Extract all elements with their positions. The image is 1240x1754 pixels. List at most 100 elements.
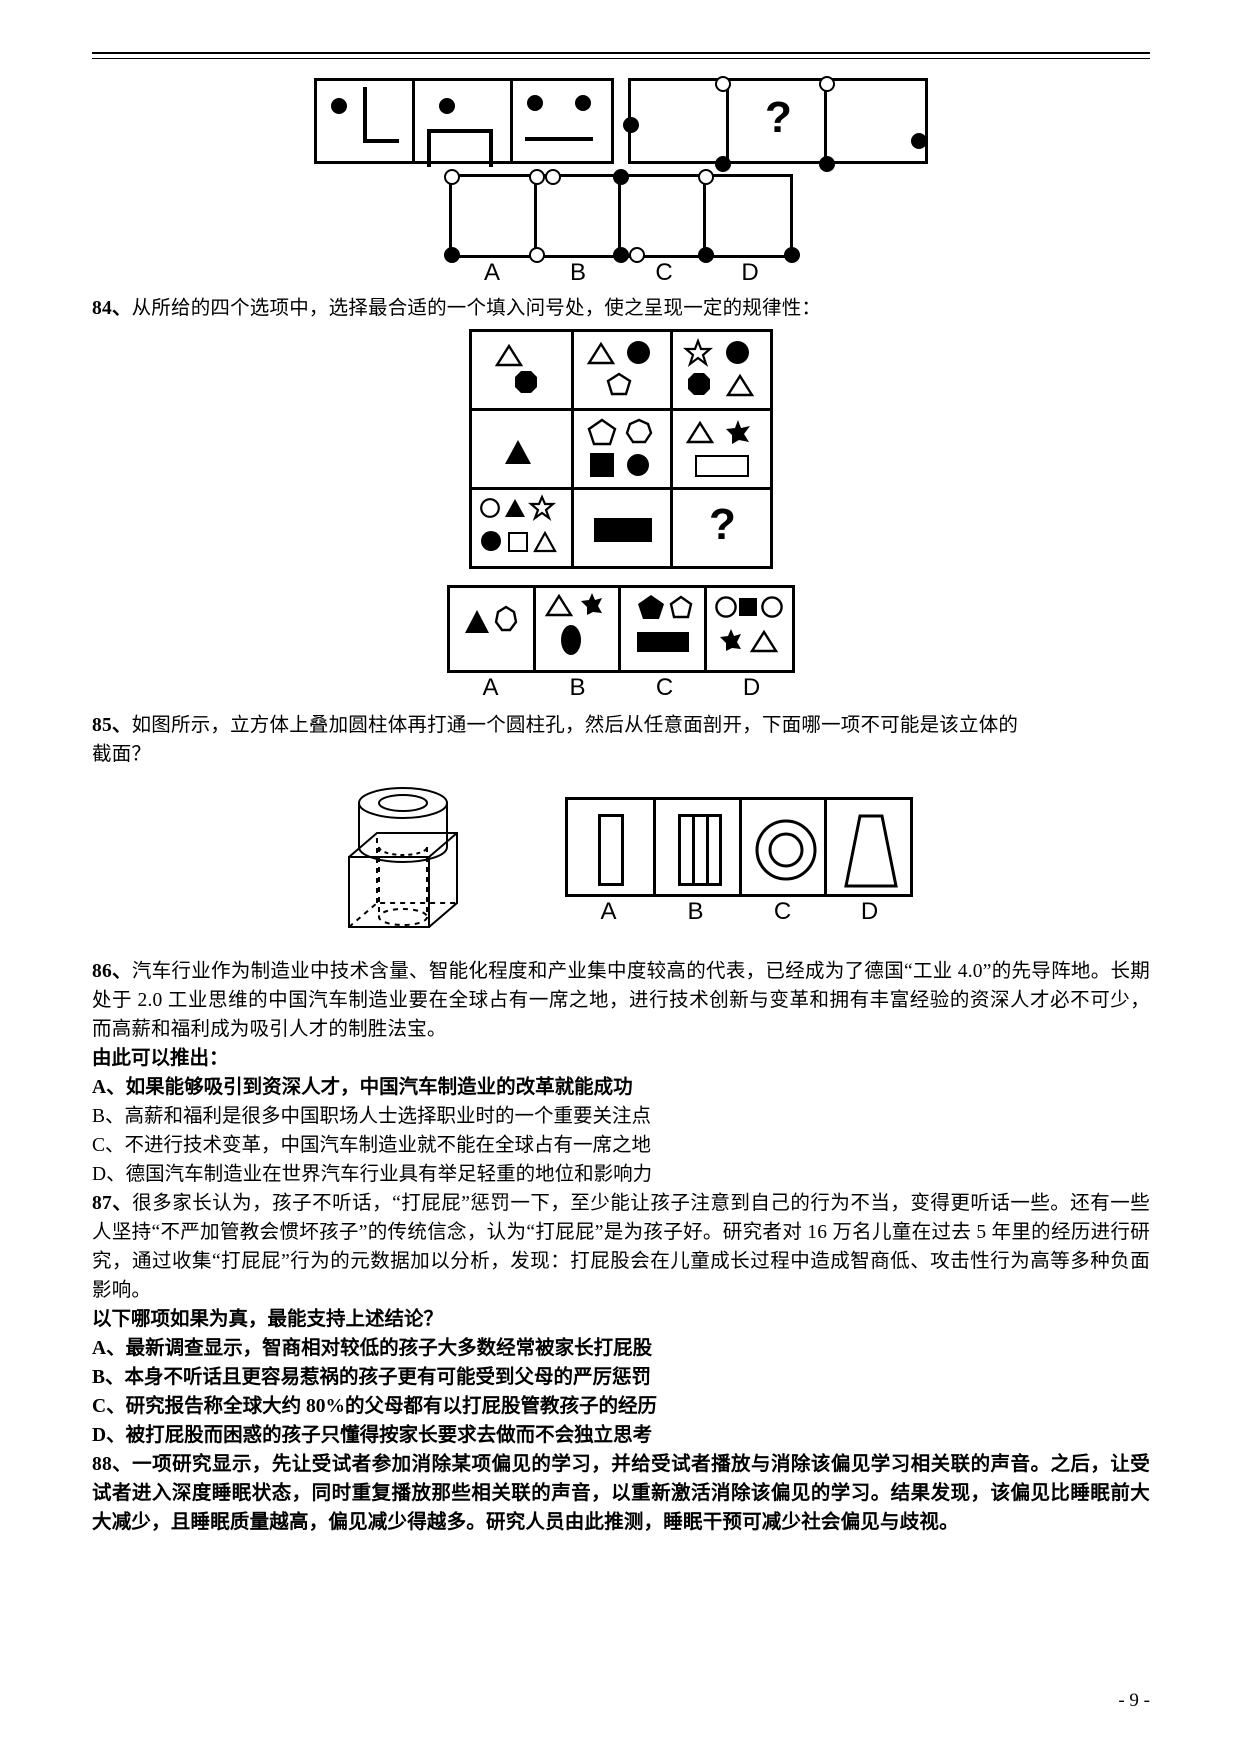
q84-label-d: D <box>742 674 761 701</box>
q85-stem-line-1: 85、如图所示，立方体上叠加圆柱体再打通一个圆柱孔，然后从任意面剖开，下面哪一项… <box>92 711 1150 740</box>
dot <box>715 156 731 172</box>
q83-stem-group-right: ? <box>623 76 928 172</box>
square-filled-icon <box>590 453 614 477</box>
octagon-filled-icon <box>515 371 537 393</box>
dot <box>783 247 800 263</box>
q84-matrix-row <box>472 408 770 487</box>
q88-number: 88、 <box>92 1454 133 1475</box>
q85-stem-text-1: 如图所示，立方体上叠加圆柱体再打通一个圆柱孔，然后从任意面剖开，下面哪一项不可能… <box>131 715 1019 736</box>
q88-stem-text: 一项研究显示，先让受试者参加消除某项偏见的学习，并给受试者播放与消除该偏见学习相… <box>92 1454 1151 1533</box>
header-rule-thin <box>92 58 1150 59</box>
q83-label-d: D <box>741 259 759 286</box>
rectangle-outline-icon <box>695 455 749 477</box>
q84-matrix-wrapper: ? <box>92 329 1150 569</box>
q87-option-d[interactable]: D、被打屁股而困惑的孩子只懂得按家长要求去做而不会独立思考 <box>92 1425 653 1446</box>
circle-filled-icon <box>627 341 650 364</box>
q88-stem: 88、一项研究显示，先让受试者参加消除某项偏见的学习，并给受试者播放与消除该偏见… <box>92 1450 1150 1537</box>
q84-cell-1-2 <box>571 332 670 408</box>
dot <box>527 95 544 111</box>
line-vertical <box>363 87 367 143</box>
triangle-filled-icon <box>505 440 531 464</box>
q85-solid-figure <box>348 787 458 928</box>
q84-matrix-row <box>472 332 770 408</box>
question-mark: ? <box>765 93 792 142</box>
q84-stem-line: 84、从所给的四个选项中，选择最合适的一个填入问号处，使之呈现一定的规律性： <box>92 294 1150 323</box>
q83-figure: ? <box>92 76 1150 288</box>
circle-outline <box>697 169 714 185</box>
q83-label-c: C <box>655 259 673 286</box>
q84-label-c: C <box>655 674 674 701</box>
line-vertical <box>489 129 494 167</box>
q87-prompt: 以下哪项如果为真，最能支持上述结论？ <box>92 1309 444 1330</box>
q83-label-b: B <box>569 259 586 286</box>
q86-option-d[interactable]: D、德国汽车制造业在世界汽车行业具有举足轻重的地位和影响力 <box>92 1164 653 1185</box>
q86-option-a[interactable]: A、如果能够吸引到资深人才，中国汽车制造业的改革就能成功 <box>92 1077 633 1098</box>
q84-option-a[interactable] <box>450 588 536 670</box>
octagon-filled-icon <box>688 373 710 395</box>
q86-option-b[interactable]: B、高薪和福利是很多中国职场人士选择职业时的一个重要关注点 <box>92 1106 652 1127</box>
q84-cell-3-2 <box>571 490 670 566</box>
circle-filled-icon <box>481 531 501 551</box>
q84-label-a: A <box>482 674 499 701</box>
q84-matrix: ? <box>469 329 773 569</box>
q83-option-b[interactable] <box>528 169 622 263</box>
q84-option-c[interactable] <box>621 588 707 670</box>
q84-cell-1-1 <box>472 332 571 408</box>
header-rule-thick <box>92 52 1150 54</box>
q84-number: 84、 <box>92 298 132 319</box>
triangle-outline-icon <box>749 629 778 653</box>
q87-option-a[interactable]: A、最新调查显示，智商相对较低的孩子大多数经常被家长打屁股 <box>92 1338 653 1359</box>
hexagon-outline-icon <box>669 595 693 619</box>
q84-stem-text: 从所给的四个选项中，选择最合适的一个填入问号处，使之呈现一定的规律性： <box>131 298 822 319</box>
q83-question-cell: ? <box>729 81 828 161</box>
circle-filled-icon <box>726 341 749 364</box>
q86-prompt: 由此可以推出： <box>92 1048 229 1069</box>
triangle-filled-icon <box>505 499 525 517</box>
q85-label-d: D <box>860 898 879 925</box>
q83-option-a[interactable] <box>444 169 537 263</box>
q84-cell-2-2 <box>571 411 670 487</box>
q83-option-c[interactable] <box>613 169 706 263</box>
square-filled-icon <box>738 598 757 616</box>
triangle-outline-icon <box>533 530 557 553</box>
q83-label-a: A <box>483 259 500 286</box>
q87-option-b[interactable]: B、本身不听话且更容易惹祸的孩子更有可能受到父母的严厉惩罚 <box>92 1367 652 1388</box>
q84-option-labels: A B C D <box>447 673 795 703</box>
q83-stem-cell-2 <box>415 81 514 167</box>
q86-stem: 86、汽车行业作为制造业中技术含量、智能化程度和产业集中度较高的代表，已经成为了… <box>92 957 1150 1044</box>
q84-cell-2-1 <box>472 411 571 487</box>
circle-outline <box>819 76 836 92</box>
triangle-outline-icon <box>685 420 715 444</box>
dot <box>575 95 592 111</box>
q87-stem: 87、很多家长认为，孩子不听话，“打屁屁”惩罚一下，至少能让孩子注意到自己的行为… <box>92 1189 1150 1305</box>
q85-option-b[interactable] <box>653 800 739 894</box>
q85-option-c[interactable] <box>738 800 825 894</box>
dot <box>613 169 630 185</box>
q83-stem-cell-6 <box>819 76 928 172</box>
q84-matrix-row: ? <box>472 487 770 566</box>
dot <box>444 247 460 263</box>
q83-option-labels: A B C D <box>449 258 793 288</box>
line-horizontal <box>427 129 494 133</box>
line-horizontal <box>525 137 594 141</box>
heptagon-outline-icon <box>625 418 653 444</box>
q84-cell-2-3 <box>670 411 769 487</box>
triangle-outline-icon <box>544 593 573 617</box>
q86-option-c[interactable]: C、不进行技术变革，中国汽车制造业就不能在全球占有一席之地 <box>92 1135 652 1156</box>
q83-option-d[interactable] <box>697 169 800 263</box>
star-filled-icon <box>719 629 741 651</box>
q84-option-d[interactable] <box>707 588 792 670</box>
q85-option-d[interactable] <box>824 800 910 894</box>
circle-outline <box>715 76 731 92</box>
q87-option-c[interactable]: C、研究报告称全球大约 80%的父母都有以打屁股管教孩子的经历 <box>92 1396 657 1417</box>
q84-option-b[interactable] <box>536 588 622 670</box>
star-outline-icon <box>528 494 556 521</box>
circle-outline-icon <box>480 498 500 518</box>
concentric-circles-icon <box>755 819 817 881</box>
q85-number: 85、 <box>92 715 132 736</box>
heptagon-outline-icon <box>494 605 518 632</box>
page-content: ? <box>92 70 1150 1537</box>
q85-option-a[interactable] <box>568 800 653 894</box>
q83-stem-group-left <box>314 78 614 167</box>
ellipse-filled-icon <box>560 625 581 655</box>
